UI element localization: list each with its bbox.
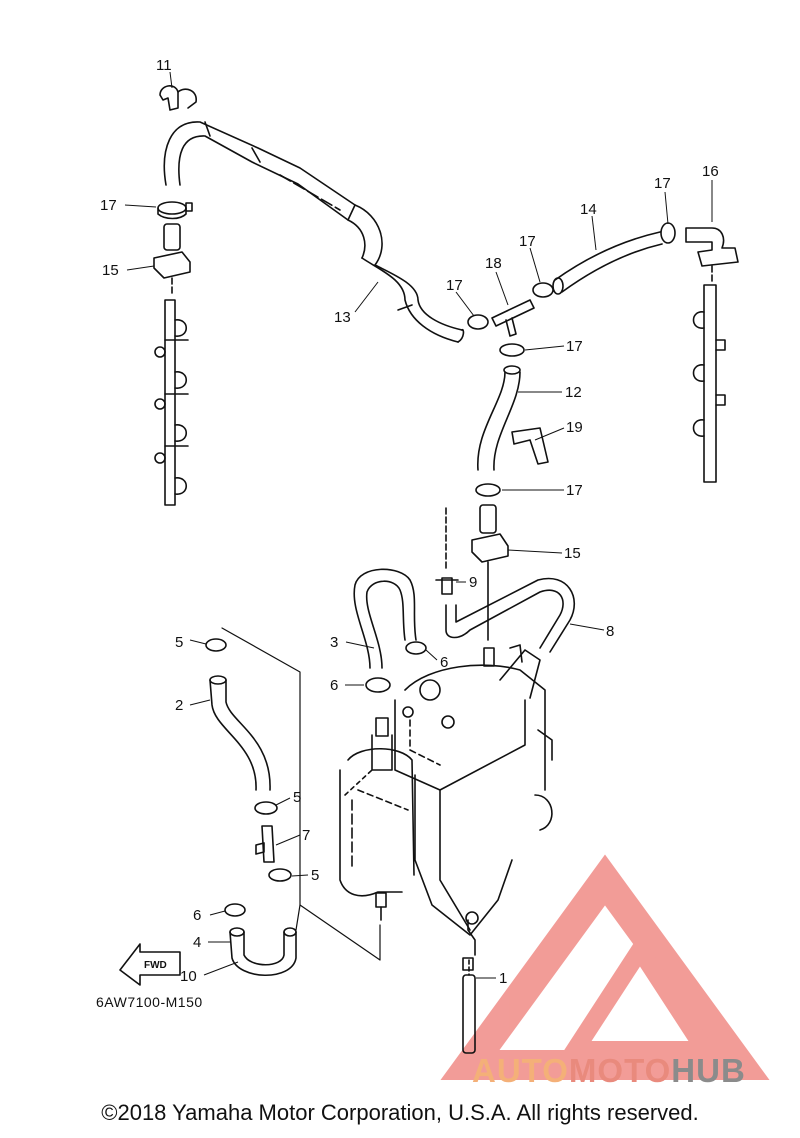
callout-5-a: 5 — [175, 634, 183, 651]
callout-17-d: 17 — [654, 175, 671, 192]
callout-14: 14 — [580, 201, 597, 218]
brand-part-moto: MOTO — [568, 1052, 672, 1089]
callout-3: 3 — [330, 634, 338, 651]
callout-15-a: 15 — [102, 262, 119, 279]
callout-15-b: 15 — [564, 545, 581, 562]
callout-12: 12 — [565, 384, 582, 401]
watermark-logo — [440, 854, 770, 1080]
part-14-hose — [552, 231, 663, 295]
callout-17-e: 17 — [566, 338, 583, 355]
fwd-arrow-icon — [119, 943, 181, 986]
callout-19: 19 — [566, 419, 583, 436]
part-16-elbow — [660, 222, 739, 283]
callout-labels: 11 17 15 13 17 18 17 14 17 16 17 12 19 1… — [100, 57, 719, 987]
callout-10: 10 — [180, 968, 197, 985]
part-13-hose — [163, 121, 465, 343]
callout-7: 7 — [302, 827, 310, 844]
part-19-clip — [511, 427, 549, 465]
part-3-hose — [353, 568, 417, 669]
fwd-label: FWD — [144, 960, 167, 971]
part-8-hose — [445, 577, 575, 653]
callout-16: 16 — [702, 163, 719, 180]
part-15-injector-left — [153, 223, 191, 296]
callout-1: 1 — [499, 970, 507, 987]
part-15-injector-mid — [471, 504, 509, 641]
right-fuel-rail — [692, 284, 726, 483]
callout-4: 4 — [193, 934, 201, 951]
callout-6-b: 6 — [330, 677, 338, 694]
part-18-tee — [491, 299, 535, 337]
callout-9: 9 — [469, 574, 477, 591]
callout-11: 11 — [156, 57, 172, 74]
callout-2: 2 — [175, 697, 183, 714]
watermark-brand: AUTOMOTOHUB — [472, 1052, 746, 1090]
fuel-filter-housing — [339, 644, 553, 1054]
callout-6-a: 6 — [440, 654, 448, 671]
callout-17-a: 17 — [100, 197, 117, 214]
callout-17-b: 17 — [446, 277, 463, 294]
diagram-part-code: 6AW7100-M150 — [96, 994, 203, 1010]
brand-part-hub: HUB — [671, 1052, 746, 1089]
part-11-clip — [159, 85, 197, 111]
part-17-clamp-left — [157, 201, 193, 220]
part-2-hose — [209, 675, 271, 791]
callout-5-c: 5 — [311, 867, 319, 884]
copyright-notice: ©2018 Yamaha Motor Corporation, U.S.A. A… — [101, 1100, 699, 1125]
brand-part-auto: AUTO — [472, 1052, 569, 1089]
callout-6-c: 6 — [193, 907, 201, 924]
part-7-tee — [255, 825, 275, 863]
part-10-u-hose — [229, 927, 297, 976]
callout-17-f: 17 — [566, 482, 583, 499]
callout-18: 18 — [485, 255, 502, 272]
part-12-hose — [477, 365, 521, 471]
left-fuel-rail — [154, 299, 189, 506]
part-9-fitting — [435, 507, 459, 595]
callout-13: 13 — [334, 309, 351, 326]
callout-5-b: 5 — [293, 789, 301, 806]
callout-8: 8 — [606, 623, 614, 640]
callout-17-c: 17 — [519, 233, 536, 250]
